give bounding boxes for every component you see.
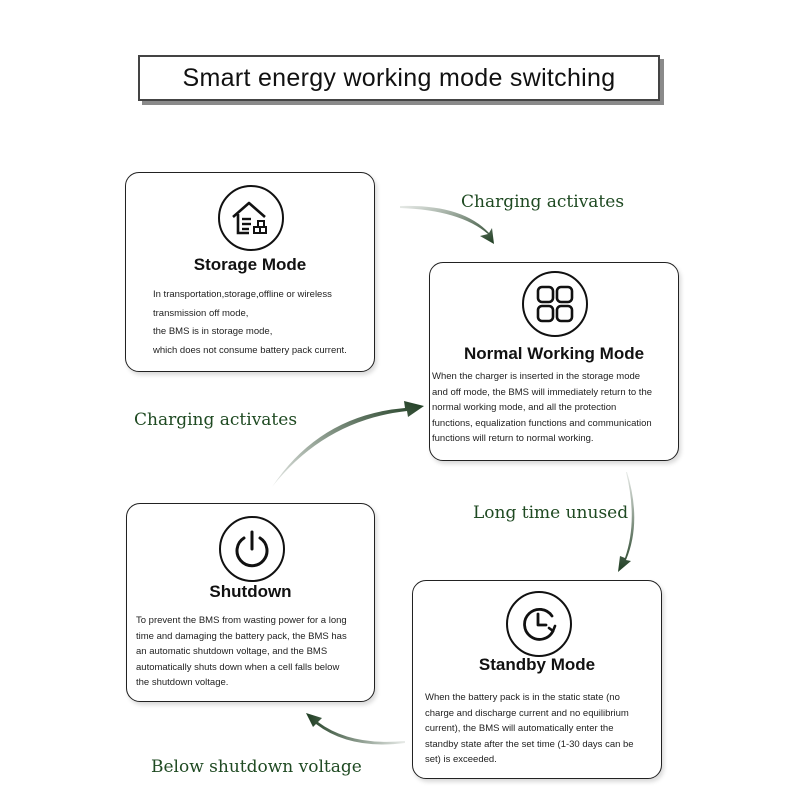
normal-working-mode-title: Normal Working Mode bbox=[463, 344, 645, 363]
label-shutdown-to-normal: Charging activates bbox=[134, 410, 298, 430]
house-with-boxes-icon bbox=[218, 185, 284, 251]
normal-working-mode-description: When the charger is inserted in the stor… bbox=[432, 371, 653, 444]
arrow-normal-to-standby bbox=[618, 472, 635, 572]
grid-four-squares-icon bbox=[522, 271, 588, 337]
label-normal-to-standby: Long time unused bbox=[473, 503, 629, 523]
shutdown-description: To prevent the BMS from wasting power fo… bbox=[136, 615, 347, 688]
standby-mode-description: When the battery pack is in the static s… bbox=[425, 692, 634, 765]
standby-mode-title: Standby Mode bbox=[478, 655, 596, 674]
normal-working-mode-card: Normal Working Mode When the charger is … bbox=[429, 262, 679, 461]
power-icon bbox=[219, 516, 285, 582]
storage-mode-description: In transportation,storage,offline or wir… bbox=[153, 289, 347, 356]
shutdown-card: Shutdown To prevent the BMS from wasting… bbox=[126, 503, 375, 702]
label-storage-to-normal: Charging activates bbox=[461, 192, 625, 212]
label-standby-to-shutdown: Below shutdown voltage bbox=[151, 757, 362, 777]
arrow-shutdown-to-normal bbox=[272, 401, 424, 487]
shutdown-title: Shutdown bbox=[209, 582, 292, 601]
storage-mode-title: Storage Mode bbox=[193, 255, 307, 274]
arrow-standby-to-shutdown bbox=[306, 713, 405, 745]
standby-mode-card: Standby Mode When the battery pack is in… bbox=[412, 580, 662, 779]
arrow-storage-to-normal bbox=[400, 205, 494, 244]
storage-mode-card: Storage Mode In transportation,storage,o… bbox=[125, 172, 375, 372]
page-title: Smart energy working mode switching bbox=[138, 55, 660, 101]
clock-rotate-icon bbox=[506, 591, 572, 657]
